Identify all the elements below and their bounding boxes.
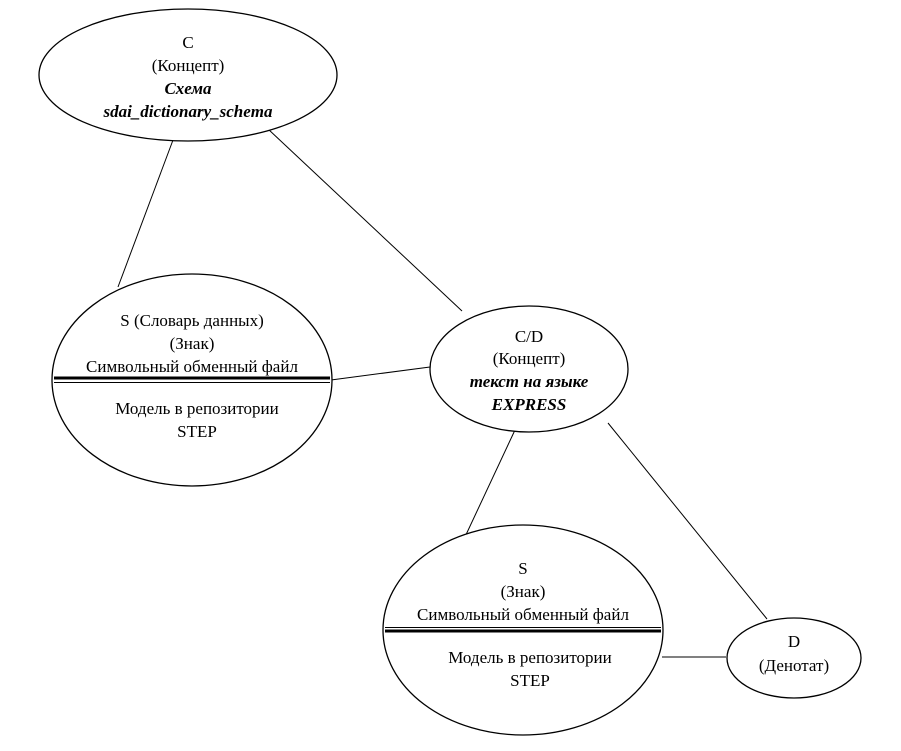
edge-cd-to-s-sign: [463, 429, 516, 540]
node-s-dictionary-repository-model: Модель в репозитории: [115, 399, 279, 418]
node-c-concept: C (Концепт) Схема sdai_dictionary_schema: [38, 8, 338, 142]
edge-s-dictionary-to-cd: [330, 366, 431, 381]
node-cd-concept-text: текст на языке: [470, 372, 589, 391]
node-s-sign: S (Знак) Символьный обменный файл Модель…: [382, 524, 664, 736]
node-c-concept-title: Схема: [164, 79, 212, 98]
node-d-denotat-role: (Денотат): [759, 656, 829, 675]
node-s-dictionary-symbol: S (Словарь данных): [120, 311, 264, 330]
node-c-concept-shape: [38, 8, 338, 142]
node-cd-concept-shape: [429, 305, 629, 433]
node-d-denotat-shape: [726, 617, 862, 699]
node-d-denotat-symbol: D: [788, 632, 800, 651]
node-c-concept-symbol: C: [182, 33, 193, 52]
edge-c-to-s-dictionary: [117, 139, 174, 288]
node-d-denotat: D (Денотат): [726, 617, 862, 699]
node-s-dictionary-exchange-file: Символьный обменный файл: [86, 357, 298, 376]
node-s-dictionary-shape: [51, 273, 333, 487]
node-c-concept-schema-name: sdai_dictionary_schema: [102, 102, 273, 121]
edge-c-to-cd: [267, 128, 463, 312]
node-cd-concept-role: (Концепт): [493, 349, 566, 368]
node-cd-concept-language: EXPRESS: [491, 395, 567, 414]
node-s-sign-repository-model: Модель в репозитории: [448, 648, 612, 667]
node-cd-concept-symbol: C/D: [515, 327, 543, 346]
edge-cd-to-d: [607, 422, 768, 620]
node-s-sign-step: STEP: [510, 671, 550, 690]
node-c-concept-role: (Концепт): [152, 56, 225, 75]
node-s-dictionary-step: STEP: [177, 422, 217, 441]
node-s-sign-symbol: S: [518, 559, 527, 578]
node-s-dictionary: S (Словарь данных) (Знак) Символьный обм…: [51, 273, 333, 487]
edges: [117, 128, 768, 658]
node-s-sign-exchange-file: Символьный обменный файл: [417, 605, 629, 624]
node-cd-concept: C/D (Концепт) текст на языке EXPRESS: [429, 305, 629, 433]
node-s-sign-role: (Знак): [501, 582, 546, 601]
node-s-dictionary-role: (Знак): [170, 334, 215, 353]
